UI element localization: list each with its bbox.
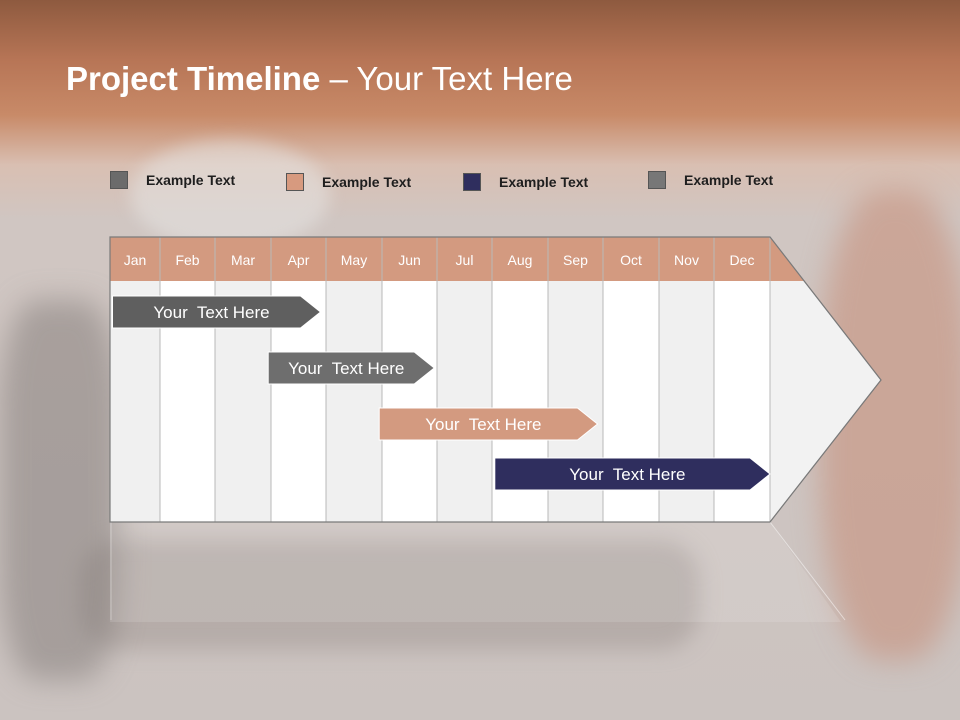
- month-label-jun: Jun: [398, 252, 421, 268]
- slide-title: Project Timeline – Your Text Here: [66, 60, 573, 98]
- legend-label: Example Text: [146, 172, 236, 188]
- legend-item: Example Text: [648, 170, 773, 190]
- month-label-jan: Jan: [124, 252, 147, 268]
- month-label-aug: Aug: [508, 252, 533, 268]
- task-bar-label: Your Text Here: [425, 415, 541, 434]
- month-column: [382, 281, 437, 522]
- timeline-reflection: [110, 522, 841, 622]
- legend-label: Example Text: [684, 172, 774, 188]
- background-photo-shoulder: [130, 140, 330, 250]
- month-label-feb: Feb: [175, 252, 199, 268]
- task-bar: [378, 407, 599, 441]
- month-label-apr: Apr: [288, 252, 310, 268]
- legend-swatch: [286, 173, 304, 191]
- task-bar: [494, 457, 771, 491]
- title-bold: Project Timeline: [66, 60, 321, 97]
- timeline-outline: [109, 236, 882, 523]
- reflection-edge: [769, 521, 846, 621]
- legend-item: Example Text: [463, 172, 588, 192]
- task-bar: [267, 351, 436, 385]
- month-label-may: May: [341, 252, 367, 268]
- legend-item: Example Text: [110, 170, 235, 190]
- task-bar-label: Your Text Here: [569, 465, 685, 484]
- legend-label: Example Text: [322, 174, 412, 190]
- background-photo-seat: [0, 300, 120, 680]
- month-label-dec: Dec: [730, 252, 755, 268]
- title-rest: – Your Text Here: [320, 60, 573, 97]
- month-label-nov: Nov: [674, 252, 699, 268]
- legend-swatch: [110, 171, 128, 189]
- legend-item: Example Text: [286, 172, 411, 192]
- task-bar-label: Your Text Here: [153, 303, 269, 322]
- task-bar: [112, 295, 322, 329]
- month-column: [326, 281, 382, 522]
- month-header: [110, 237, 770, 281]
- month-column: [437, 281, 492, 522]
- legend-label: Example Text: [499, 174, 589, 190]
- month-label-oct: Oct: [620, 252, 642, 268]
- month-label-mar: Mar: [231, 252, 255, 268]
- month-label-jul: Jul: [456, 252, 474, 268]
- month-label-sep: Sep: [563, 252, 588, 268]
- legend-swatch: [463, 173, 481, 191]
- background-photo-armrest: [80, 540, 700, 650]
- task-bar-label: Your Text Here: [288, 359, 404, 378]
- legend-swatch: [648, 171, 666, 189]
